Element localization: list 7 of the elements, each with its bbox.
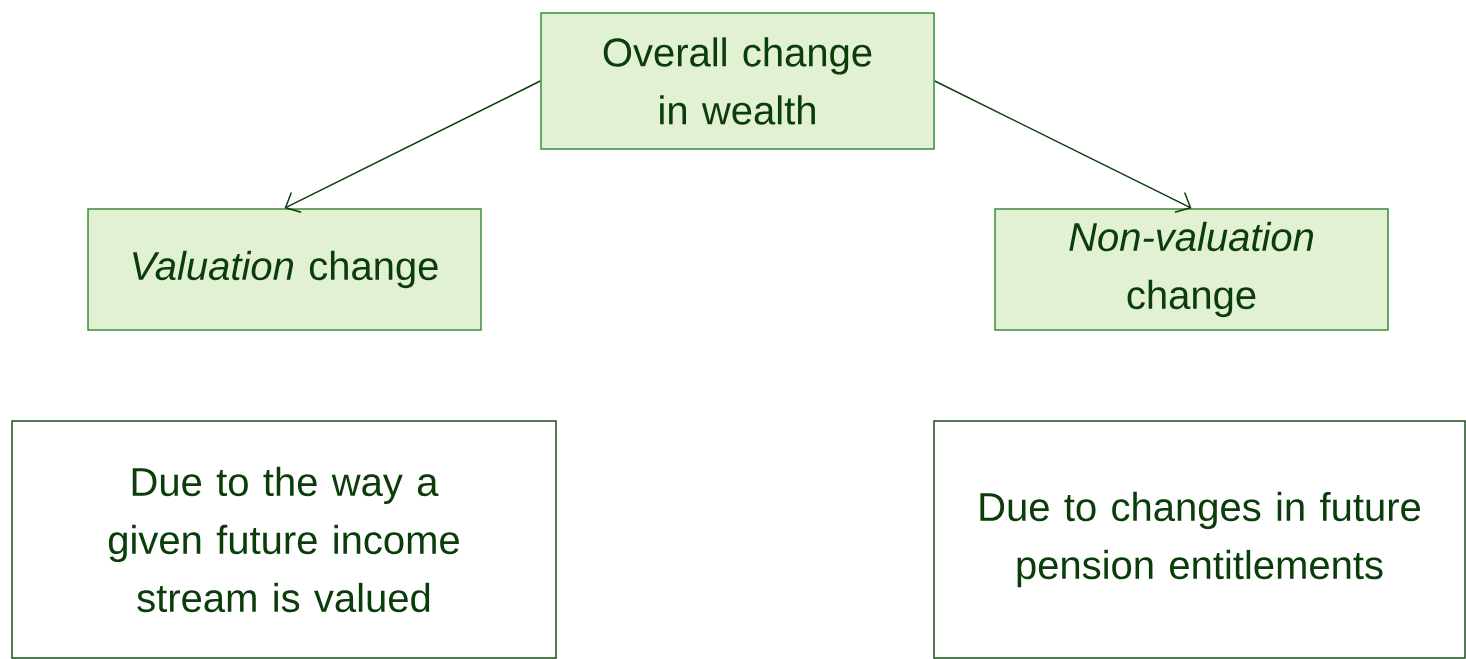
process-box: Overall change in wealth — [540, 12, 935, 150]
arrow — [934, 80, 1192, 214]
text-box: Due to the way a given future income stream is valued — [11, 420, 557, 659]
process-box: Valuation change — [87, 208, 482, 331]
process-box: Non-valuation change — [994, 208, 1389, 331]
arrow — [284, 80, 541, 213]
text-box: Due to changes in future pension entitlements — [933, 420, 1466, 659]
